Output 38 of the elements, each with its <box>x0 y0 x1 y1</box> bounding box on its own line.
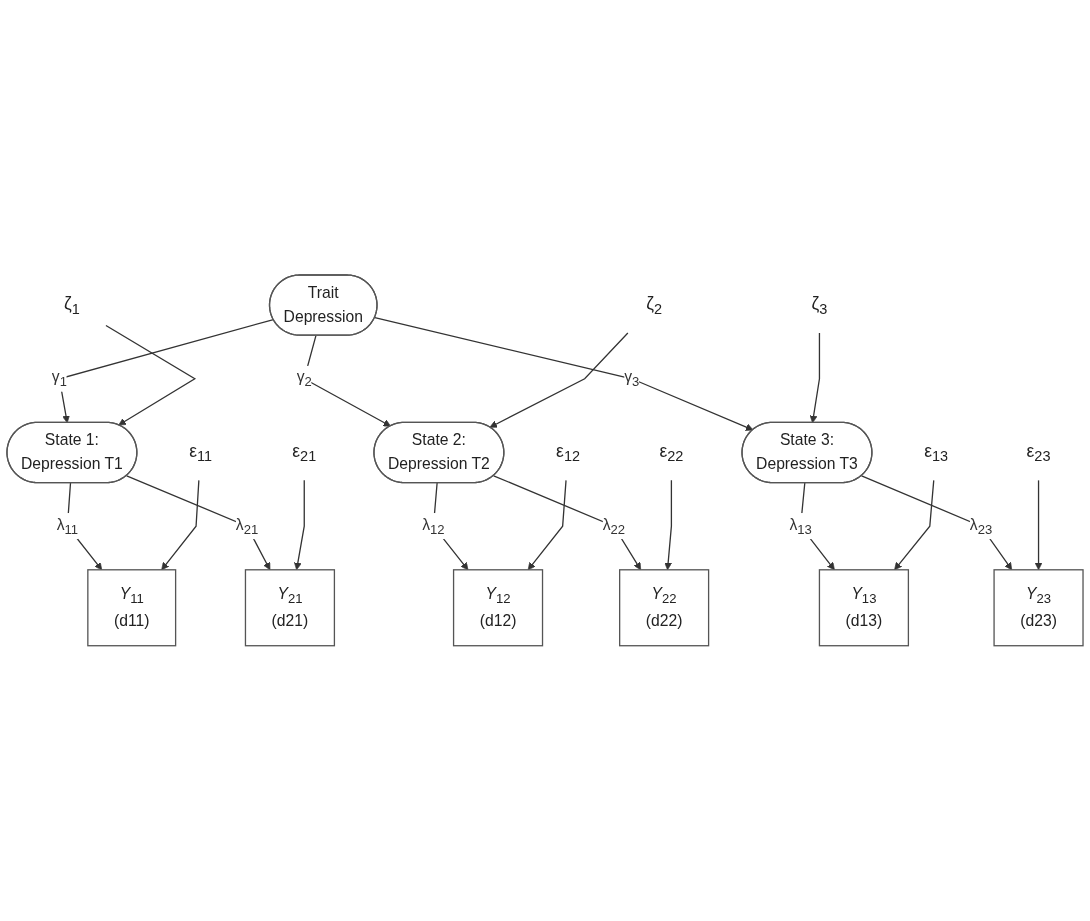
arrow <box>664 479 673 571</box>
edge-label: λ$_{12}$ <box>422 515 445 537</box>
arrow <box>527 479 567 571</box>
arrow <box>105 324 197 426</box>
arrow <box>493 475 642 571</box>
edge-label: γ$_{2}$ <box>296 368 312 389</box>
edge-label: λ$_{13}$ <box>789 515 812 537</box>
node-text: ζ$_{2}$ <box>646 293 663 318</box>
arrow <box>126 475 271 571</box>
node-text: ε$_{12}$ <box>556 441 581 465</box>
arrow <box>58 319 275 424</box>
edge-label: λ$_{23}$ <box>969 515 993 537</box>
node-box: Y$_{13}$ (d13) <box>818 569 910 647</box>
node-text: ε$_{13}$ <box>924 441 949 465</box>
edge-label: γ$_{1}$ <box>51 368 67 389</box>
node-text: ε$_{11}$ <box>189 441 212 465</box>
edge-label: λ$_{21}$ <box>235 515 259 537</box>
edge-label: λ$_{11}$ <box>56 515 79 537</box>
node-box: Y$_{22}$ (d22) <box>619 569 710 647</box>
edge-label: λ$_{22}$ <box>602 515 626 537</box>
node-box: Y$_{12}$ (d12) <box>452 569 544 647</box>
edge-label: γ$_{3}$ <box>624 368 640 389</box>
node-text: ε$_{22}$ <box>659 441 684 465</box>
arrow <box>489 332 629 428</box>
arrow <box>894 479 935 571</box>
node-text: ε$_{21}$ <box>292 441 317 465</box>
node-text: ε$_{23}$ <box>1026 441 1051 465</box>
arrow <box>294 479 305 571</box>
node-box: Y$_{23}$ (d23) <box>993 569 1084 647</box>
arrow <box>861 475 1013 571</box>
arrow <box>374 317 754 431</box>
node-text: ζ$_{3}$ <box>811 293 828 318</box>
arrow <box>1034 479 1043 571</box>
node-box: Y$_{21}$ (d21) <box>244 569 336 647</box>
node-box: Y$_{11}$ (d11) <box>87 569 177 647</box>
arrow <box>161 479 200 571</box>
arrow <box>809 332 821 424</box>
node-text: ζ$_{1}$ <box>64 293 80 318</box>
